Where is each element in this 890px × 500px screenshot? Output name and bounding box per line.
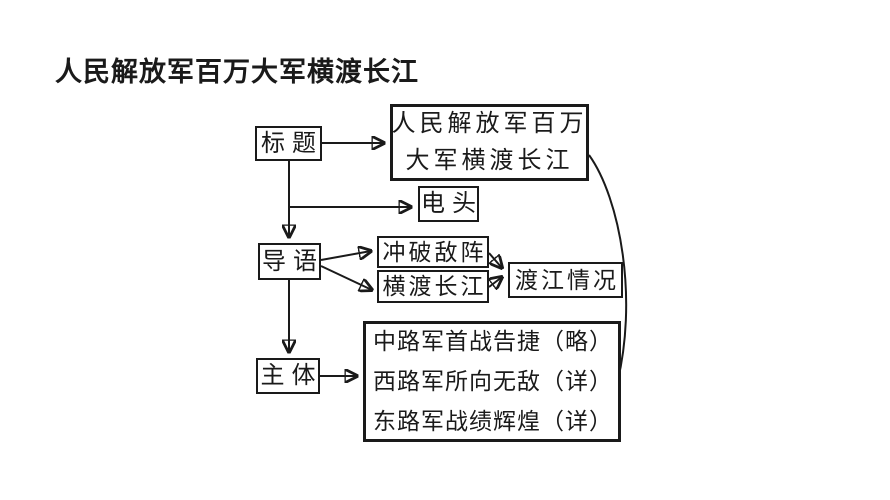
node-zhuti-label: 主体 — [260, 363, 323, 389]
node-daoyu: 导语 — [258, 243, 321, 280]
node-daoyu-label: 导语 — [262, 248, 324, 275]
arrow-chongpo-to-dujiang — [488, 252, 502, 268]
arrow-daoyu-to-chongpo — [320, 251, 371, 261]
body-content-line2: 西路军所向无敌（详） — [373, 368, 613, 394]
node-biaoti: 标题 — [255, 126, 322, 161]
node-hengdu-label: 横渡长江 — [382, 274, 487, 299]
node-diantou-label: 电头 — [421, 191, 483, 217]
node-zhuti: 主体 — [256, 358, 320, 394]
page-title: 人民解放军百万大军横渡长江 — [55, 57, 419, 87]
node-hengdu: 横渡长江 — [377, 270, 489, 303]
node-dujiang: 渡江情况 — [508, 262, 623, 298]
node-chongpo-label: 冲破敌阵 — [382, 239, 487, 265]
arrow-hengdu-to-dujiang — [489, 277, 502, 287]
node-biaoti-label: 标题 — [261, 130, 323, 157]
title-content-line1: 人民解放军百万 — [391, 110, 588, 137]
title-content-line2: 大军横渡长江 — [405, 147, 574, 174]
arc-title-to-body — [588, 154, 628, 389]
arrow-daoyu-to-hengdu — [320, 265, 372, 290]
node-dujiang-label: 渡江情况 — [515, 267, 619, 293]
box-title-content: 人民解放军百万 大军横渡长江 — [390, 104, 589, 181]
box-body-content: 中路军首战告捷（略） 西路军所向无敌（详） 东路军战绩辉煌（详） — [363, 321, 621, 442]
body-content-line1: 中路军首战告捷（略） — [373, 328, 613, 354]
body-content-line3: 东路军战绩辉煌（详） — [373, 408, 613, 434]
node-chongpo: 冲破敌阵 — [377, 236, 489, 268]
node-diantou: 电头 — [418, 186, 479, 222]
